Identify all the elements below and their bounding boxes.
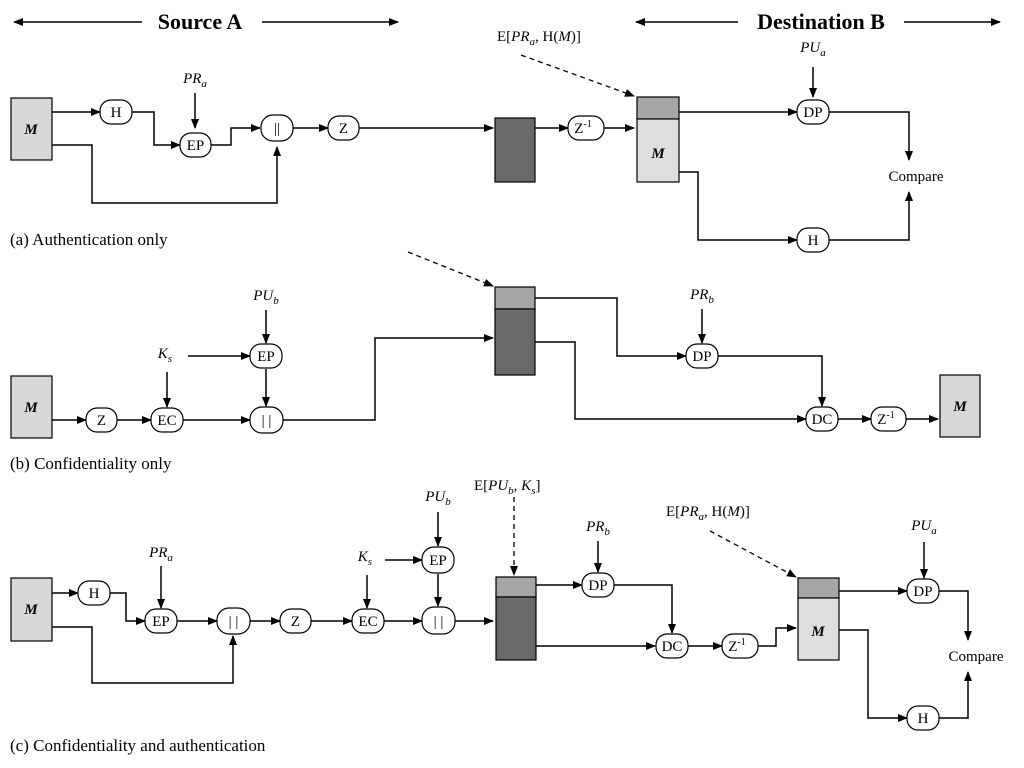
section-b: M M Z EC EP | | DP DC	[10, 251, 981, 473]
decompress-node: Z-1	[721, 633, 759, 659]
svg-text:H: H	[89, 586, 100, 602]
svg-text:Z: Z	[339, 121, 348, 137]
encrypt-private-node: EP	[144, 608, 178, 634]
svg-text:EC: EC	[157, 413, 176, 429]
decrypt-public-node: DP	[796, 99, 830, 125]
caption-c: (c) Confidentiality and authentication	[10, 736, 266, 755]
message-label: M	[952, 399, 967, 415]
svg-text:| |: | |	[434, 614, 444, 630]
compare-label: Compare	[949, 649, 1004, 665]
session-key-header-c	[495, 576, 537, 598]
compare-label: Compare	[889, 169, 944, 185]
svg-text:DP: DP	[588, 578, 607, 594]
message-block-a	[10, 97, 53, 161]
concat-node: | |	[216, 607, 251, 635]
svg-text:Z: Z	[97, 413, 106, 429]
key-pr-b: PRb	[585, 519, 610, 538]
svg-text:Z-1: Z-1	[574, 119, 592, 137]
decrypt-public-node: DP	[906, 578, 940, 604]
session-key-header-b	[494, 286, 536, 310]
svg-text:EP: EP	[429, 553, 447, 569]
concat-node: ||	[260, 114, 294, 142]
concat-node: | |	[421, 606, 456, 635]
svg-text:DP: DP	[913, 584, 932, 600]
received-message-c	[797, 597, 840, 661]
compress-node: Z	[327, 115, 360, 141]
decrypt-private-node: DP	[685, 343, 719, 369]
decrypt-private-node: DP	[581, 572, 615, 598]
message-block-b	[10, 375, 53, 439]
svg-text:| |: | |	[229, 614, 239, 630]
session-key-annotation: E[PUb, Ks]	[474, 478, 540, 497]
encrypt-conventional-node: EC	[351, 608, 385, 634]
section-c: M M H EP | | Z EC EP	[10, 478, 1004, 755]
message-block-c	[10, 577, 53, 642]
svg-text:DP: DP	[803, 105, 822, 121]
svg-text:EC: EC	[358, 614, 377, 630]
svg-text:DC: DC	[812, 412, 833, 428]
signature-annotation: E[PRa, H(M)]	[497, 29, 581, 48]
svg-text:H: H	[111, 105, 122, 121]
encrypt-conventional-node: EC	[150, 407, 184, 433]
recovered-message-b	[939, 374, 981, 438]
signature-annotation: E[PRa, H(M)]	[666, 504, 750, 523]
hash-node: H	[796, 227, 830, 253]
svg-text:||: ||	[274, 121, 280, 137]
caption-a: (a) Authentication only	[10, 230, 168, 249]
encrypt-public-node: EP	[421, 546, 455, 574]
hash-node: H	[906, 705, 940, 731]
svg-text:Z: Z	[291, 614, 300, 630]
svg-text:H: H	[808, 233, 819, 249]
source-a-title: Source A	[158, 9, 243, 34]
svg-text:Z-1: Z-1	[728, 637, 746, 655]
message-label: M	[810, 624, 825, 640]
svg-text:EP: EP	[187, 138, 205, 154]
key-pu-a: PUa	[799, 40, 826, 59]
decompress-node: Z-1	[567, 115, 605, 141]
transmitted-message-b	[494, 308, 536, 376]
transmitted-message-c	[495, 596, 537, 661]
destination-b-title: Destination B	[757, 9, 885, 34]
svg-text:H: H	[918, 711, 929, 727]
key-pr-a: PRa	[182, 71, 207, 90]
encrypt-private-node: EP	[179, 132, 212, 158]
svg-text:Z-1: Z-1	[877, 410, 895, 428]
received-message-a	[636, 118, 680, 183]
caption-b: (b) Confidentiality only	[10, 454, 172, 473]
key-pu-b: PUb	[424, 489, 451, 508]
signature-header-c	[797, 577, 840, 599]
svg-text:DC: DC	[662, 639, 683, 655]
concat-node: | |	[249, 406, 284, 434]
svg-text:EP: EP	[257, 349, 275, 365]
decrypt-conventional-node: DC	[655, 633, 689, 659]
message-label: M	[23, 122, 38, 138]
message-label: M	[650, 146, 665, 162]
key-pr-b: PRb	[689, 287, 714, 306]
message-label: M	[23, 400, 38, 416]
key-pr-a: PRa	[148, 545, 173, 564]
hash-node: H	[99, 99, 133, 125]
encrypt-public-node: EP	[249, 343, 283, 369]
key-pu-b: PUb	[252, 288, 279, 307]
decompress-node: Z-1	[870, 406, 907, 432]
svg-text:| |: | |	[262, 413, 272, 429]
svg-text:DP: DP	[692, 349, 711, 365]
compress-node: Z	[85, 407, 118, 433]
section-a: M M H EP || Z Z-1 DP	[10, 29, 944, 253]
key-pu-a: PUa	[910, 518, 937, 537]
message-label: M	[23, 602, 38, 618]
svg-text:EP: EP	[152, 614, 170, 630]
key-ks: Ks	[357, 549, 372, 568]
compress-node: Z	[279, 608, 312, 634]
hash-node: H	[77, 580, 111, 606]
decrypt-conventional-node: DC	[805, 406, 839, 432]
header: Source A Destination B	[13, 9, 1001, 34]
transmitted-message-a	[494, 117, 536, 183]
signature-header-a	[636, 96, 680, 120]
key-ks: Ks	[157, 346, 172, 365]
